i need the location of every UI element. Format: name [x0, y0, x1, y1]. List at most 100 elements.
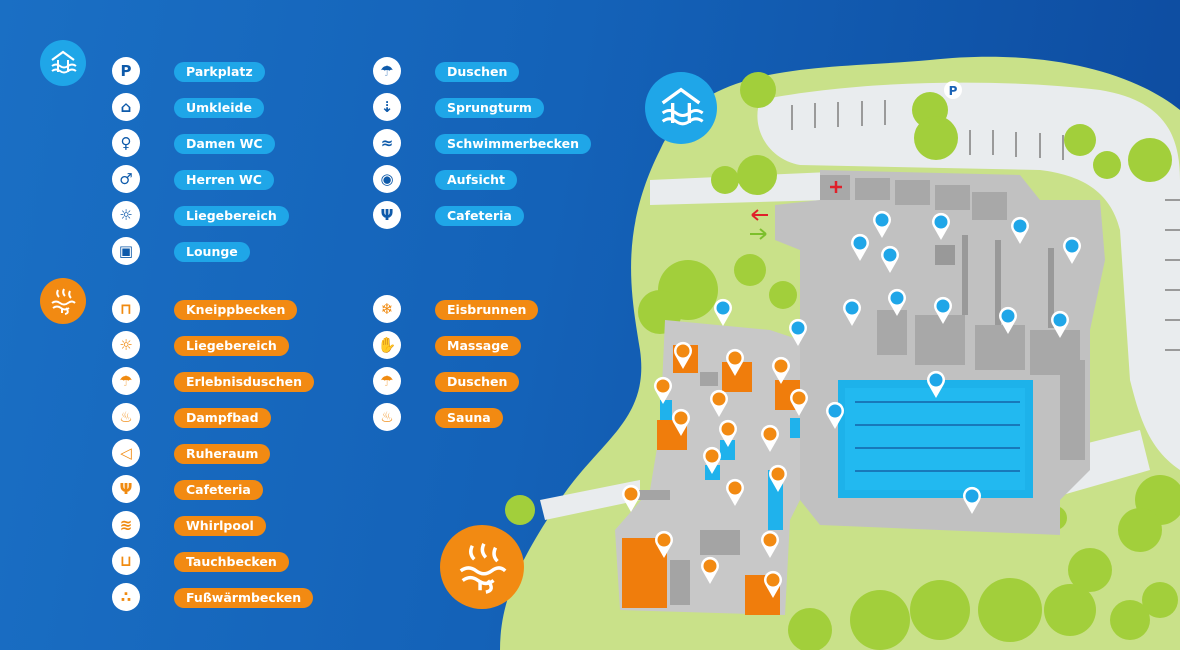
legend-label: Duschen: [435, 372, 520, 392]
map-pin-dot: [657, 533, 671, 547]
map-pin-dot: [771, 467, 785, 481]
legend-label: Lounge: [174, 242, 250, 262]
legend-label: Aufsicht: [435, 170, 518, 190]
map-pool-badge: [645, 72, 717, 144]
map-pin-dot: [875, 213, 889, 227]
map-pin-dot: [936, 299, 950, 313]
map-pin-dot: [728, 481, 742, 495]
trees: [505, 72, 1180, 650]
parking-icon: P: [112, 57, 140, 85]
cutlery-icon: Ψ: [373, 201, 401, 229]
legend-label: Herren WC: [174, 170, 274, 190]
legend-label: Whirlpool: [174, 516, 266, 536]
legend-label: Cafeteria: [174, 480, 263, 500]
parking-lot: [757, 82, 1180, 470]
map-pin-dot: [763, 427, 777, 441]
map-pin-dot: [705, 449, 719, 463]
snowflake-icon: ❄: [373, 295, 401, 323]
map-pin-dot: [792, 391, 806, 405]
sauna-section-icon: [40, 278, 86, 324]
rooms: [820, 175, 1085, 460]
map-pin-dot: [703, 559, 717, 573]
map-pin-dot: [1013, 219, 1027, 233]
legend-label: Kneippbecken: [174, 300, 298, 320]
map-pin-dot: [791, 321, 805, 335]
legend-label: Erlebnisduschen: [174, 372, 315, 392]
steam-bath-icon: ♨: [112, 403, 140, 431]
map-pin-dot: [676, 344, 690, 358]
map-pin-dot: [674, 411, 688, 425]
map-pin-dot: [728, 351, 742, 365]
legend-label: Sprungturm: [435, 98, 544, 118]
svg-text:P: P: [949, 84, 958, 98]
legend-label: Damen WC: [174, 134, 275, 154]
legend-label: Dampfbad: [174, 408, 271, 428]
map-pin-dot: [712, 392, 726, 406]
legend-label: Parkplatz: [174, 62, 265, 82]
map-pin-dot: [1053, 313, 1067, 327]
map-pin-dot: [763, 533, 777, 547]
legend-label: Tauchbecken: [174, 552, 289, 572]
map-pin-dot: [1065, 239, 1079, 253]
pin-markers-orange: [622, 341, 809, 598]
mute-icon: ◁: [112, 439, 140, 467]
map-pin-dot: [716, 301, 730, 315]
sauna-rooms: [622, 345, 800, 615]
kneipp-pool-icon: ⊓: [112, 295, 140, 323]
legend-label: Duschen: [435, 62, 520, 82]
map-pin-dot: [774, 359, 788, 373]
path-left: [650, 172, 830, 205]
legend-label: Eisbrunnen: [435, 300, 539, 320]
whirlpool-icon: ≋: [112, 511, 140, 539]
map-pin-dot: [624, 487, 638, 501]
pool-section-icon: [40, 40, 86, 86]
lounger-icon: ☼: [112, 331, 140, 359]
entrance-arrows: [750, 209, 768, 240]
plunge-pool-icon: ⊔: [112, 547, 140, 575]
sauna-icon: ♨: [373, 403, 401, 431]
pin-markers-blue: [714, 210, 1081, 514]
map-pin-dot: [965, 489, 979, 503]
massage-icon: ✋: [373, 331, 401, 359]
pool-lanes: [855, 401, 1020, 472]
experience-shower-icon: ☂: [112, 367, 140, 395]
parking-lines: [791, 100, 1180, 351]
shower-icon: ☂: [373, 367, 401, 395]
first-aid-cross: [830, 181, 842, 193]
map-pin-dot: [766, 573, 780, 587]
map-pin-dot: [890, 291, 904, 305]
legend-label: Sauna: [435, 408, 503, 428]
pool-house-icon: [51, 50, 77, 74]
changing-room-icon: ⌂: [112, 93, 140, 121]
sauna-steam-icon: [51, 288, 76, 315]
woman-icon: ♀: [112, 129, 140, 157]
map-pin-dot: [853, 236, 867, 250]
armchair-icon: ▣: [112, 237, 140, 265]
legend-label: Ruheraum: [174, 444, 271, 464]
map-pin-dot: [845, 301, 859, 315]
map-pin-dot: [828, 404, 842, 418]
lounger-icon: ☼: [112, 201, 140, 229]
sauna-steam-icon: [459, 543, 507, 594]
legend-label: Fußwärmbecken: [174, 588, 314, 608]
eye-icon: ◉: [373, 165, 401, 193]
shower-icon: ☂: [373, 57, 401, 85]
map-pin-dot: [656, 379, 670, 393]
swimmer-icon: ≈: [373, 129, 401, 157]
legend-label: Liegebereich: [174, 206, 289, 226]
map-pin-dot: [929, 373, 943, 387]
pool-house-icon: [661, 87, 704, 126]
map-pin-dot: [883, 248, 897, 262]
map-pin-dot: [721, 422, 735, 436]
foot-icon: ∴: [112, 583, 140, 611]
parking-marker[interactable]: P: [944, 81, 962, 99]
map-pin-dot: [934, 215, 948, 229]
legend-label: Schwimmerbecken: [435, 134, 592, 154]
sauna-room-blocks: [630, 372, 740, 605]
room-dividers: [935, 235, 1054, 328]
cutlery-icon: Ψ: [112, 475, 140, 503]
map-pin-dot: [1001, 309, 1015, 323]
map-sauna-badge: [440, 525, 524, 609]
path-bottom: [540, 480, 640, 520]
